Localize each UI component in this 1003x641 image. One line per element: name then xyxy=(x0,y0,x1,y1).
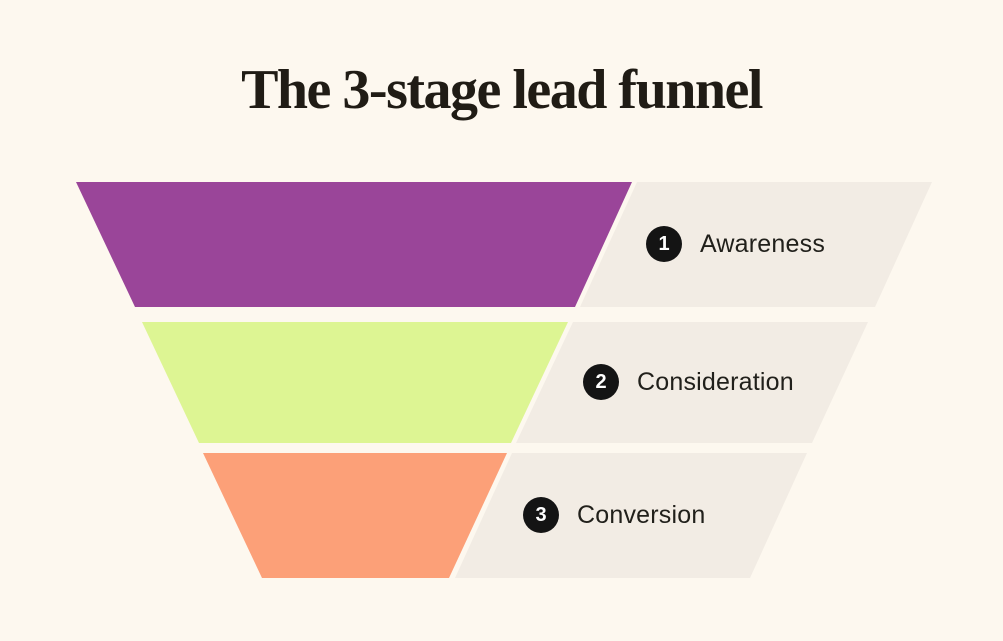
stage-1-number-badge: 1 xyxy=(646,226,682,262)
funnel-stage-3-label-panel xyxy=(455,453,807,578)
stage-2-number: 2 xyxy=(595,370,607,393)
stage-2-number-badge: 2 xyxy=(583,364,619,400)
funnel-stage-2-label-panel xyxy=(516,322,868,443)
stage-2-label: Consideration xyxy=(637,367,794,396)
funnel-stage-1-shape xyxy=(76,182,632,307)
stage-3-label: Conversion xyxy=(577,500,706,529)
stage-1-number: 1 xyxy=(658,232,670,255)
funnel-stage-2-shape xyxy=(142,322,568,443)
funnel-stage-3-shape xyxy=(203,453,507,578)
stage-2-label-group: 2 Consideration xyxy=(583,364,794,400)
page-title: The 3-stage lead funnel xyxy=(241,59,763,121)
stage-3-number: 3 xyxy=(535,503,547,526)
stage-1-label-group: 1 Awareness xyxy=(646,226,825,262)
stage-3-label-group: 3 Conversion xyxy=(523,497,705,533)
stage-1-label: Awareness xyxy=(700,229,826,258)
funnel-stage-1-label-panel xyxy=(580,182,932,307)
stage-3-number-badge: 3 xyxy=(523,497,559,533)
